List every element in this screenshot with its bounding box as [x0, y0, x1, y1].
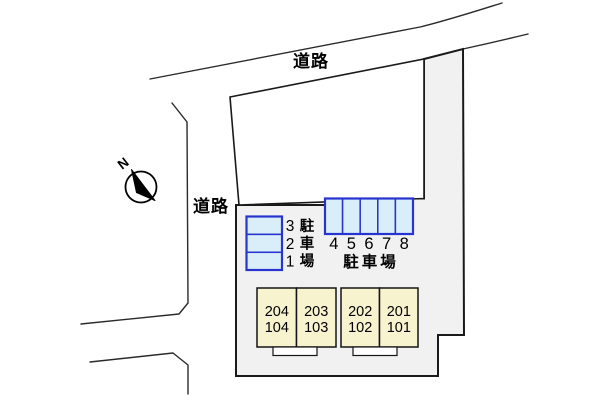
left-road-edge-line: [80, 102, 189, 325]
left-parking-block: 3 2 1 駐 車 場: [245, 215, 315, 272]
parking-spot-5-label: 5: [347, 235, 356, 253]
parking-spot-6-label: 6: [364, 235, 373, 253]
parking-spot-7-label: 7: [382, 235, 391, 253]
unit-202-label: 202: [348, 304, 372, 320]
compass-north-label: N: [115, 155, 132, 173]
building-entrance-left: [272, 346, 318, 357]
left-road-label: 道路: [193, 196, 229, 216]
unit-102-label: 102: [348, 320, 372, 336]
parking-spot-1: [245, 251, 283, 271]
unit-103-label: 103: [304, 320, 328, 336]
left-parking-label-char-2: 車: [300, 236, 315, 253]
compass: N: [115, 155, 158, 204]
right-parking-label: 駐車場: [343, 252, 399, 271]
lower-left-road-edge-line: [89, 352, 189, 395]
building-unit-202-102: [340, 287, 381, 348]
unit-204-label: 204: [265, 304, 289, 320]
parking-spot-7: [377, 197, 397, 235]
building-entrance-right: [352, 346, 398, 357]
parking-spot-6: [359, 197, 379, 235]
top-road-label: 道路: [293, 51, 329, 71]
building-unit-201-101: [378, 287, 419, 348]
building: 204 104 203 103 202 102 201 101: [256, 287, 419, 357]
upper-lot-area: [229, 58, 425, 206]
top-road-inner-edge-line: [462, 33, 529, 50]
parking-spot-3: [245, 215, 283, 236]
left-parking-label-char-3: 場: [300, 253, 315, 270]
unit-203-label: 203: [304, 304, 328, 320]
parking-spot-3-label: 3: [286, 218, 295, 235]
parking-spot-4: [324, 197, 344, 235]
left-parking-outline: [245, 215, 284, 272]
unit-201-label: 201: [387, 304, 411, 320]
top-road-edge-line: [149, 2, 503, 80]
parking-spot-5: [341, 197, 361, 235]
parking-spot-2-label: 2: [286, 236, 295, 253]
parking-spot-4-label: 4: [329, 235, 338, 253]
compass-needle-icon: [131, 169, 156, 201]
right-parking-outline: [323, 197, 415, 236]
left-parking-label-char-1: 駐: [300, 217, 315, 235]
parking-spot-1-label: 1: [286, 254, 295, 271]
right-parking-block: 4 5 6 7 8 駐車場: [323, 197, 415, 271]
unit-101-label: 101: [387, 320, 411, 336]
parking-spot-2: [245, 233, 283, 254]
parking-spot-8: [394, 197, 414, 235]
parking-spot-8-label: 8: [400, 235, 409, 253]
unit-104-label: 104: [265, 320, 289, 336]
